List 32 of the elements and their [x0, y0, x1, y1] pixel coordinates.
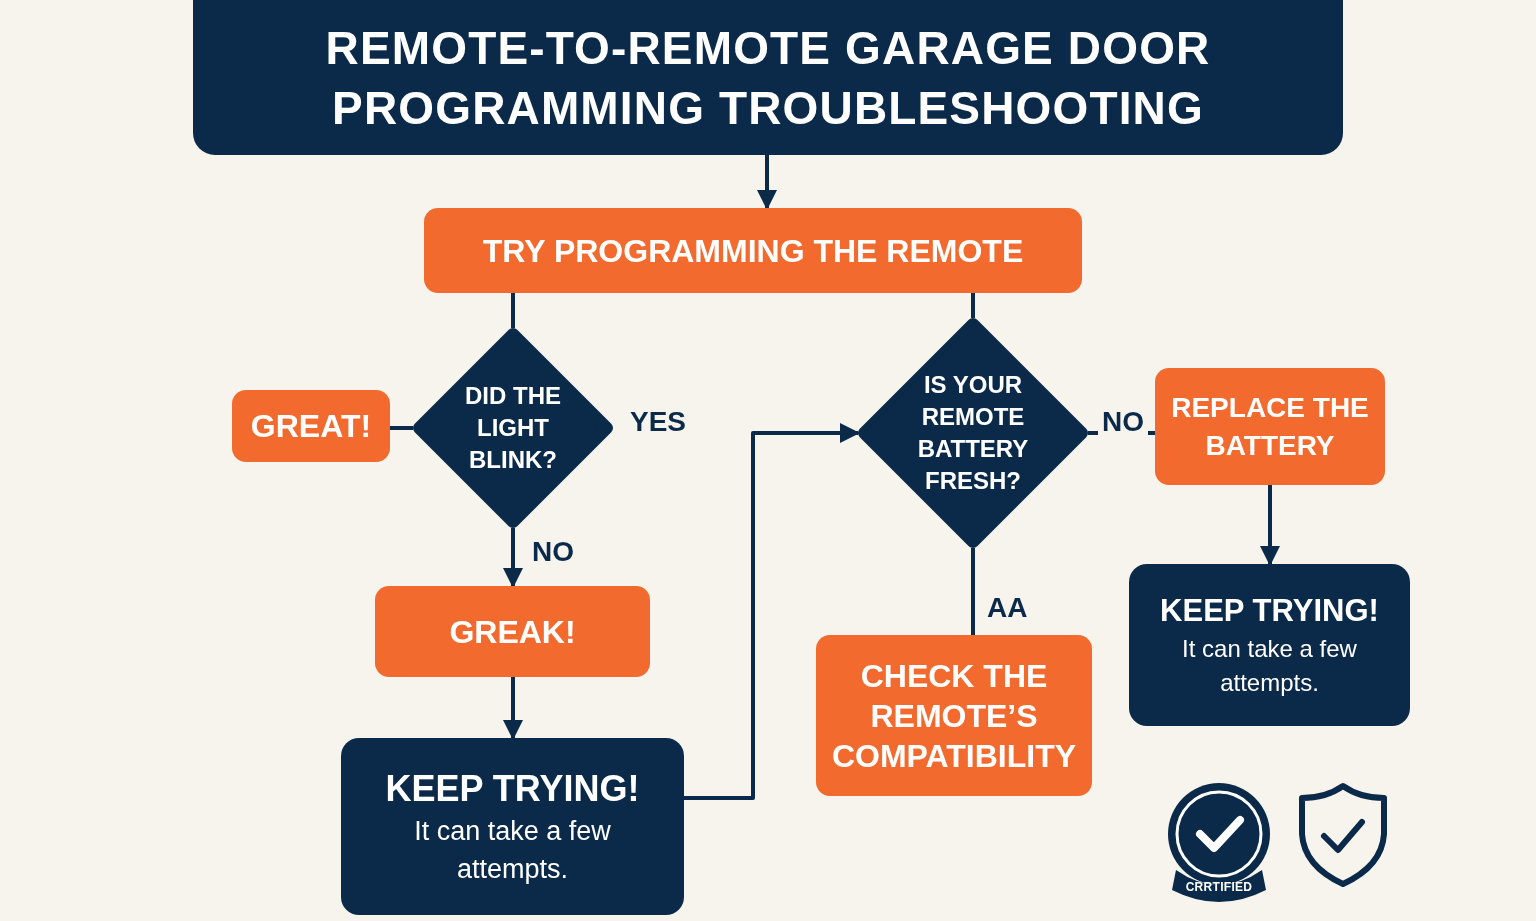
badge-text: CRRTIFIED	[1184, 880, 1254, 894]
message-box	[341, 738, 684, 915]
box-heading: KEEP TRYING!	[385, 766, 640, 811]
arrow	[1260, 485, 1280, 566]
arrow	[503, 677, 523, 740]
action-box	[375, 586, 650, 677]
branch-label: YES	[630, 406, 687, 438]
arrow	[757, 155, 777, 210]
action-text: GREAT!	[250, 407, 372, 446]
action-box	[816, 635, 1092, 796]
box-text: It can take a few attempts.	[413, 814, 612, 886]
connector-line	[971, 548, 975, 635]
connector-line	[390, 426, 413, 430]
message-box	[1129, 564, 1410, 726]
action-text: REPLACE THE BATTERY	[1170, 390, 1370, 463]
box-heading: KEEP TRYING!	[1160, 592, 1379, 630]
title-text: REMOTE-TO-REMOTE GARAGE DOOR PROGRAMMING TROUBLESHOOTING	[324, 20, 1212, 136]
action-text: TRY PROGRAMMING THE REMOTE	[482, 231, 1024, 271]
decision-diamond	[413, 328, 613, 528]
connector-line	[971, 293, 975, 318]
box-text: It can take a few attempts.	[1181, 634, 1358, 698]
action-text: GREAK!	[449, 612, 576, 652]
question-text: IS YOUR REMOTE BATTERY FRESH?	[916, 370, 1030, 496]
arrow	[684, 423, 860, 800]
action-box	[1155, 368, 1385, 485]
action-box	[424, 208, 1082, 293]
question-text: DID THE LIGHT BLINK?	[464, 381, 562, 475]
action-box	[232, 390, 390, 462]
action-text: CHECK THE REMOTE’S COMPATIBILITY	[830, 656, 1078, 776]
connector-line	[511, 293, 515, 328]
decision-diamond	[858, 318, 1088, 548]
arrow	[503, 528, 523, 588]
